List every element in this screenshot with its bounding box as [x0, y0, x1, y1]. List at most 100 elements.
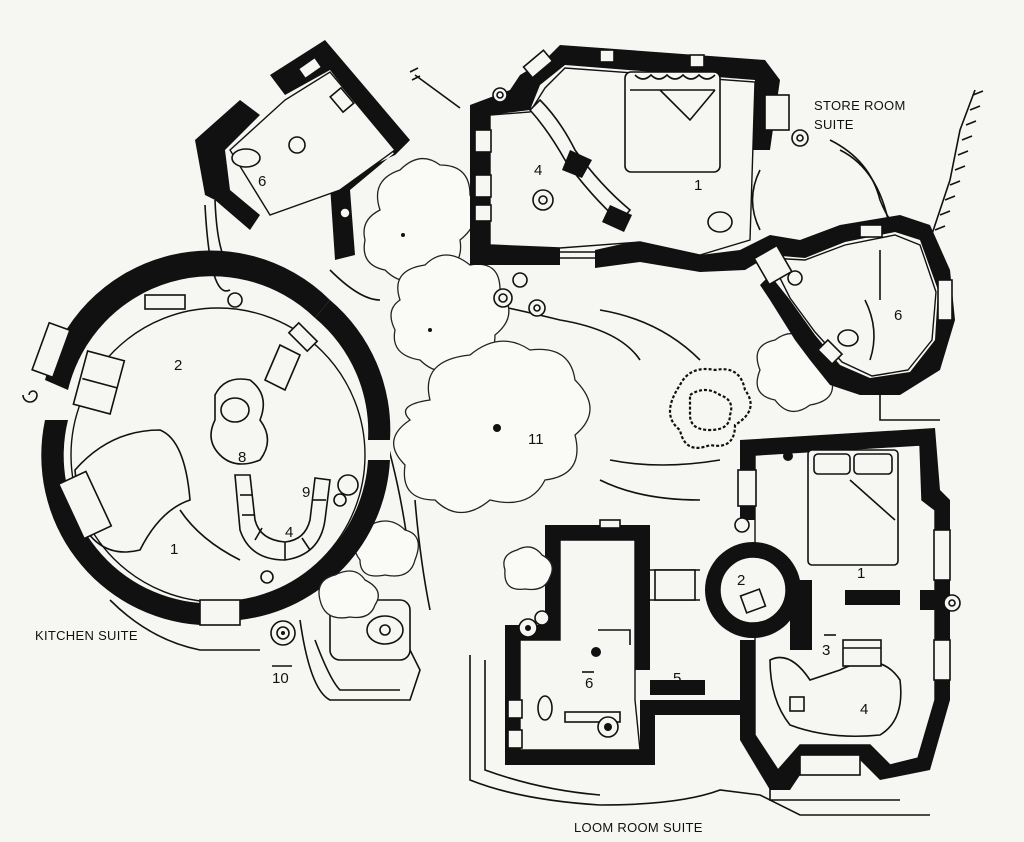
shrub — [318, 570, 379, 619]
window — [599, 49, 615, 63]
kitchen-suite — [22, 40, 411, 661]
window — [816, 338, 844, 366]
shrub-dark — [688, 388, 733, 432]
counter-outline — [74, 429, 191, 553]
vine-hedge — [929, 89, 976, 241]
spiral-column — [22, 390, 38, 403]
room-number: 4 — [285, 524, 293, 541]
antenna-marker — [409, 67, 461, 109]
counter-fixture — [564, 711, 621, 723]
room-number: 2 — [174, 357, 182, 374]
window — [287, 321, 319, 353]
stool-fixture — [789, 696, 805, 712]
vine-hedge-ticks — [934, 90, 984, 231]
basin-fixture — [288, 136, 306, 154]
window — [329, 86, 355, 114]
room-number: 6 — [258, 173, 266, 190]
window — [753, 244, 793, 286]
tree-canopy — [390, 254, 510, 372]
toilet-fixture — [837, 329, 859, 347]
stairs-fixture — [263, 343, 302, 392]
tree-canopy-courtyard — [393, 340, 591, 513]
room-number: 5 — [673, 670, 681, 687]
plant-pot — [534, 610, 550, 626]
window — [474, 204, 492, 222]
room-number: 4 — [860, 701, 868, 718]
room-number: 1 — [170, 541, 178, 558]
window — [144, 294, 186, 310]
tree-trunk — [493, 424, 501, 432]
partition-wall — [790, 580, 812, 650]
stool-fixture — [739, 588, 767, 614]
bed-furniture — [807, 449, 899, 566]
partition-wall — [920, 590, 950, 610]
kitchen-round-wall — [238, 460, 390, 620]
window — [31, 321, 71, 379]
window — [474, 129, 492, 153]
kitchen-annex-walls — [195, 100, 260, 230]
store-room-suite — [409, 45, 955, 395]
tree-trunk — [401, 233, 405, 237]
column-fixture — [734, 517, 750, 533]
stove-fixture — [57, 470, 113, 540]
kitchen-round-wall — [45, 250, 330, 390]
window — [933, 529, 951, 581]
plant-pot — [512, 272, 528, 288]
room-number: 1 — [857, 565, 865, 582]
suite-labels: KITCHEN SUITE STORE ROOM SUITE LOOM ROOM… — [35, 98, 906, 835]
window — [689, 54, 705, 68]
loom-fixture — [842, 639, 882, 667]
store-room-walls — [470, 45, 780, 265]
drain-fixture — [591, 647, 601, 657]
column-fixture — [260, 570, 274, 584]
doorway — [199, 599, 241, 626]
kitchen-round-wall — [315, 300, 391, 440]
room-number: 6 — [894, 307, 902, 324]
kitchen-annex-walls — [330, 140, 410, 260]
sink-fixture — [220, 397, 250, 423]
room-number: 10 — [272, 670, 289, 687]
toilet-fixture — [231, 148, 261, 168]
wall-stub — [602, 205, 632, 232]
room-number: 4 — [534, 162, 542, 179]
window — [933, 639, 951, 681]
window — [737, 469, 757, 507]
partition-wall — [845, 590, 900, 605]
window — [599, 519, 621, 529]
window — [368, 440, 390, 460]
room-number: 2 — [737, 572, 745, 589]
window — [937, 279, 953, 321]
bed-furniture — [624, 71, 721, 173]
wall-stub — [562, 150, 592, 178]
basin-fixture — [707, 211, 733, 233]
window — [474, 174, 492, 198]
room-number: 3 — [822, 642, 830, 659]
drain-fixture — [339, 207, 351, 219]
tree-canopy — [363, 158, 477, 282]
window — [859, 224, 883, 238]
window — [522, 49, 554, 79]
room-numbers: 6 2 8 9 1 4 10 4 1 6 11 1 2 3 4 5 6 — [170, 162, 902, 718]
bench-curve — [234, 474, 331, 561]
window — [507, 699, 523, 719]
column-fixture — [783, 451, 793, 461]
shrub — [503, 546, 553, 591]
store-room-suite-label: STORE ROOM — [814, 98, 906, 113]
window — [507, 729, 523, 749]
window — [764, 94, 790, 131]
shrub-dark — [668, 367, 752, 449]
tree-trunk — [428, 328, 432, 332]
toilet-fixture — [537, 695, 553, 721]
room-number: 11 — [528, 431, 544, 448]
room-number: 6 — [585, 675, 593, 692]
room-number: 9 — [302, 484, 310, 501]
column-fixture — [787, 270, 803, 286]
loom-room-suite-label: LOOM ROOM SUITE — [574, 820, 703, 835]
plant-pot — [333, 493, 347, 507]
store-room-walls — [595, 215, 955, 395]
column-fixture — [227, 292, 243, 308]
store-room-suite-label-line2: SUITE — [814, 117, 854, 132]
plant-pot — [337, 474, 359, 496]
kitchen-suite-label: KITCHEN SUITE — [35, 628, 138, 643]
